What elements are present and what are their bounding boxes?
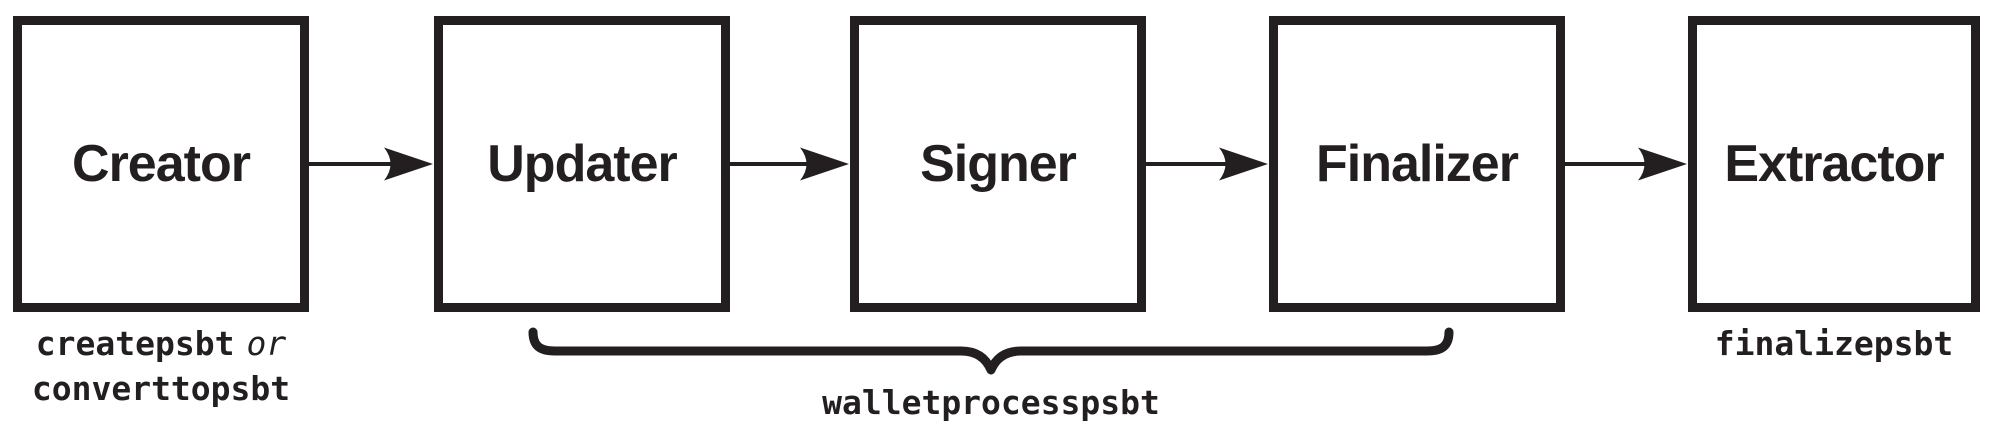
box-updater: Updater xyxy=(434,16,730,312)
arrow-icon-updater-to-signer xyxy=(730,147,849,181)
arrow-icon-signer-to-finalizer xyxy=(1146,147,1268,181)
creator-caption-conjunction: or xyxy=(246,324,287,363)
box-finalizer: Finalizer xyxy=(1269,16,1565,312)
arrow-icon-finalizer-to-extractor xyxy=(1565,147,1687,181)
extractor-caption: finalizepsbt xyxy=(1688,321,1980,366)
box-updater-label: Updater xyxy=(487,135,677,193)
box-extractor: Extractor xyxy=(1688,16,1980,312)
box-finalizer-label: Finalizer xyxy=(1316,135,1519,193)
box-extractor-label: Extractor xyxy=(1724,135,1944,193)
creator-caption-command-1: createpsbt xyxy=(35,324,235,363)
brace-caption: walletprocesspsbt xyxy=(523,383,1459,423)
extractor-caption-command: finalizepsbt xyxy=(1714,324,1954,363)
box-signer: Signer xyxy=(850,16,1146,312)
box-creator-label: Creator xyxy=(72,135,251,193)
creator-caption-command-2: converttopsbt xyxy=(31,369,291,408)
creator-caption: createpsbt or converttopsbt xyxy=(13,321,309,411)
box-signer-label: Signer xyxy=(920,135,1077,193)
box-creator: Creator xyxy=(13,16,309,312)
brace-caption-command: walletprocesspsbt xyxy=(822,383,1160,422)
arrow-icon-creator-to-updater xyxy=(309,147,433,181)
underbrace-icon xyxy=(528,327,1454,375)
